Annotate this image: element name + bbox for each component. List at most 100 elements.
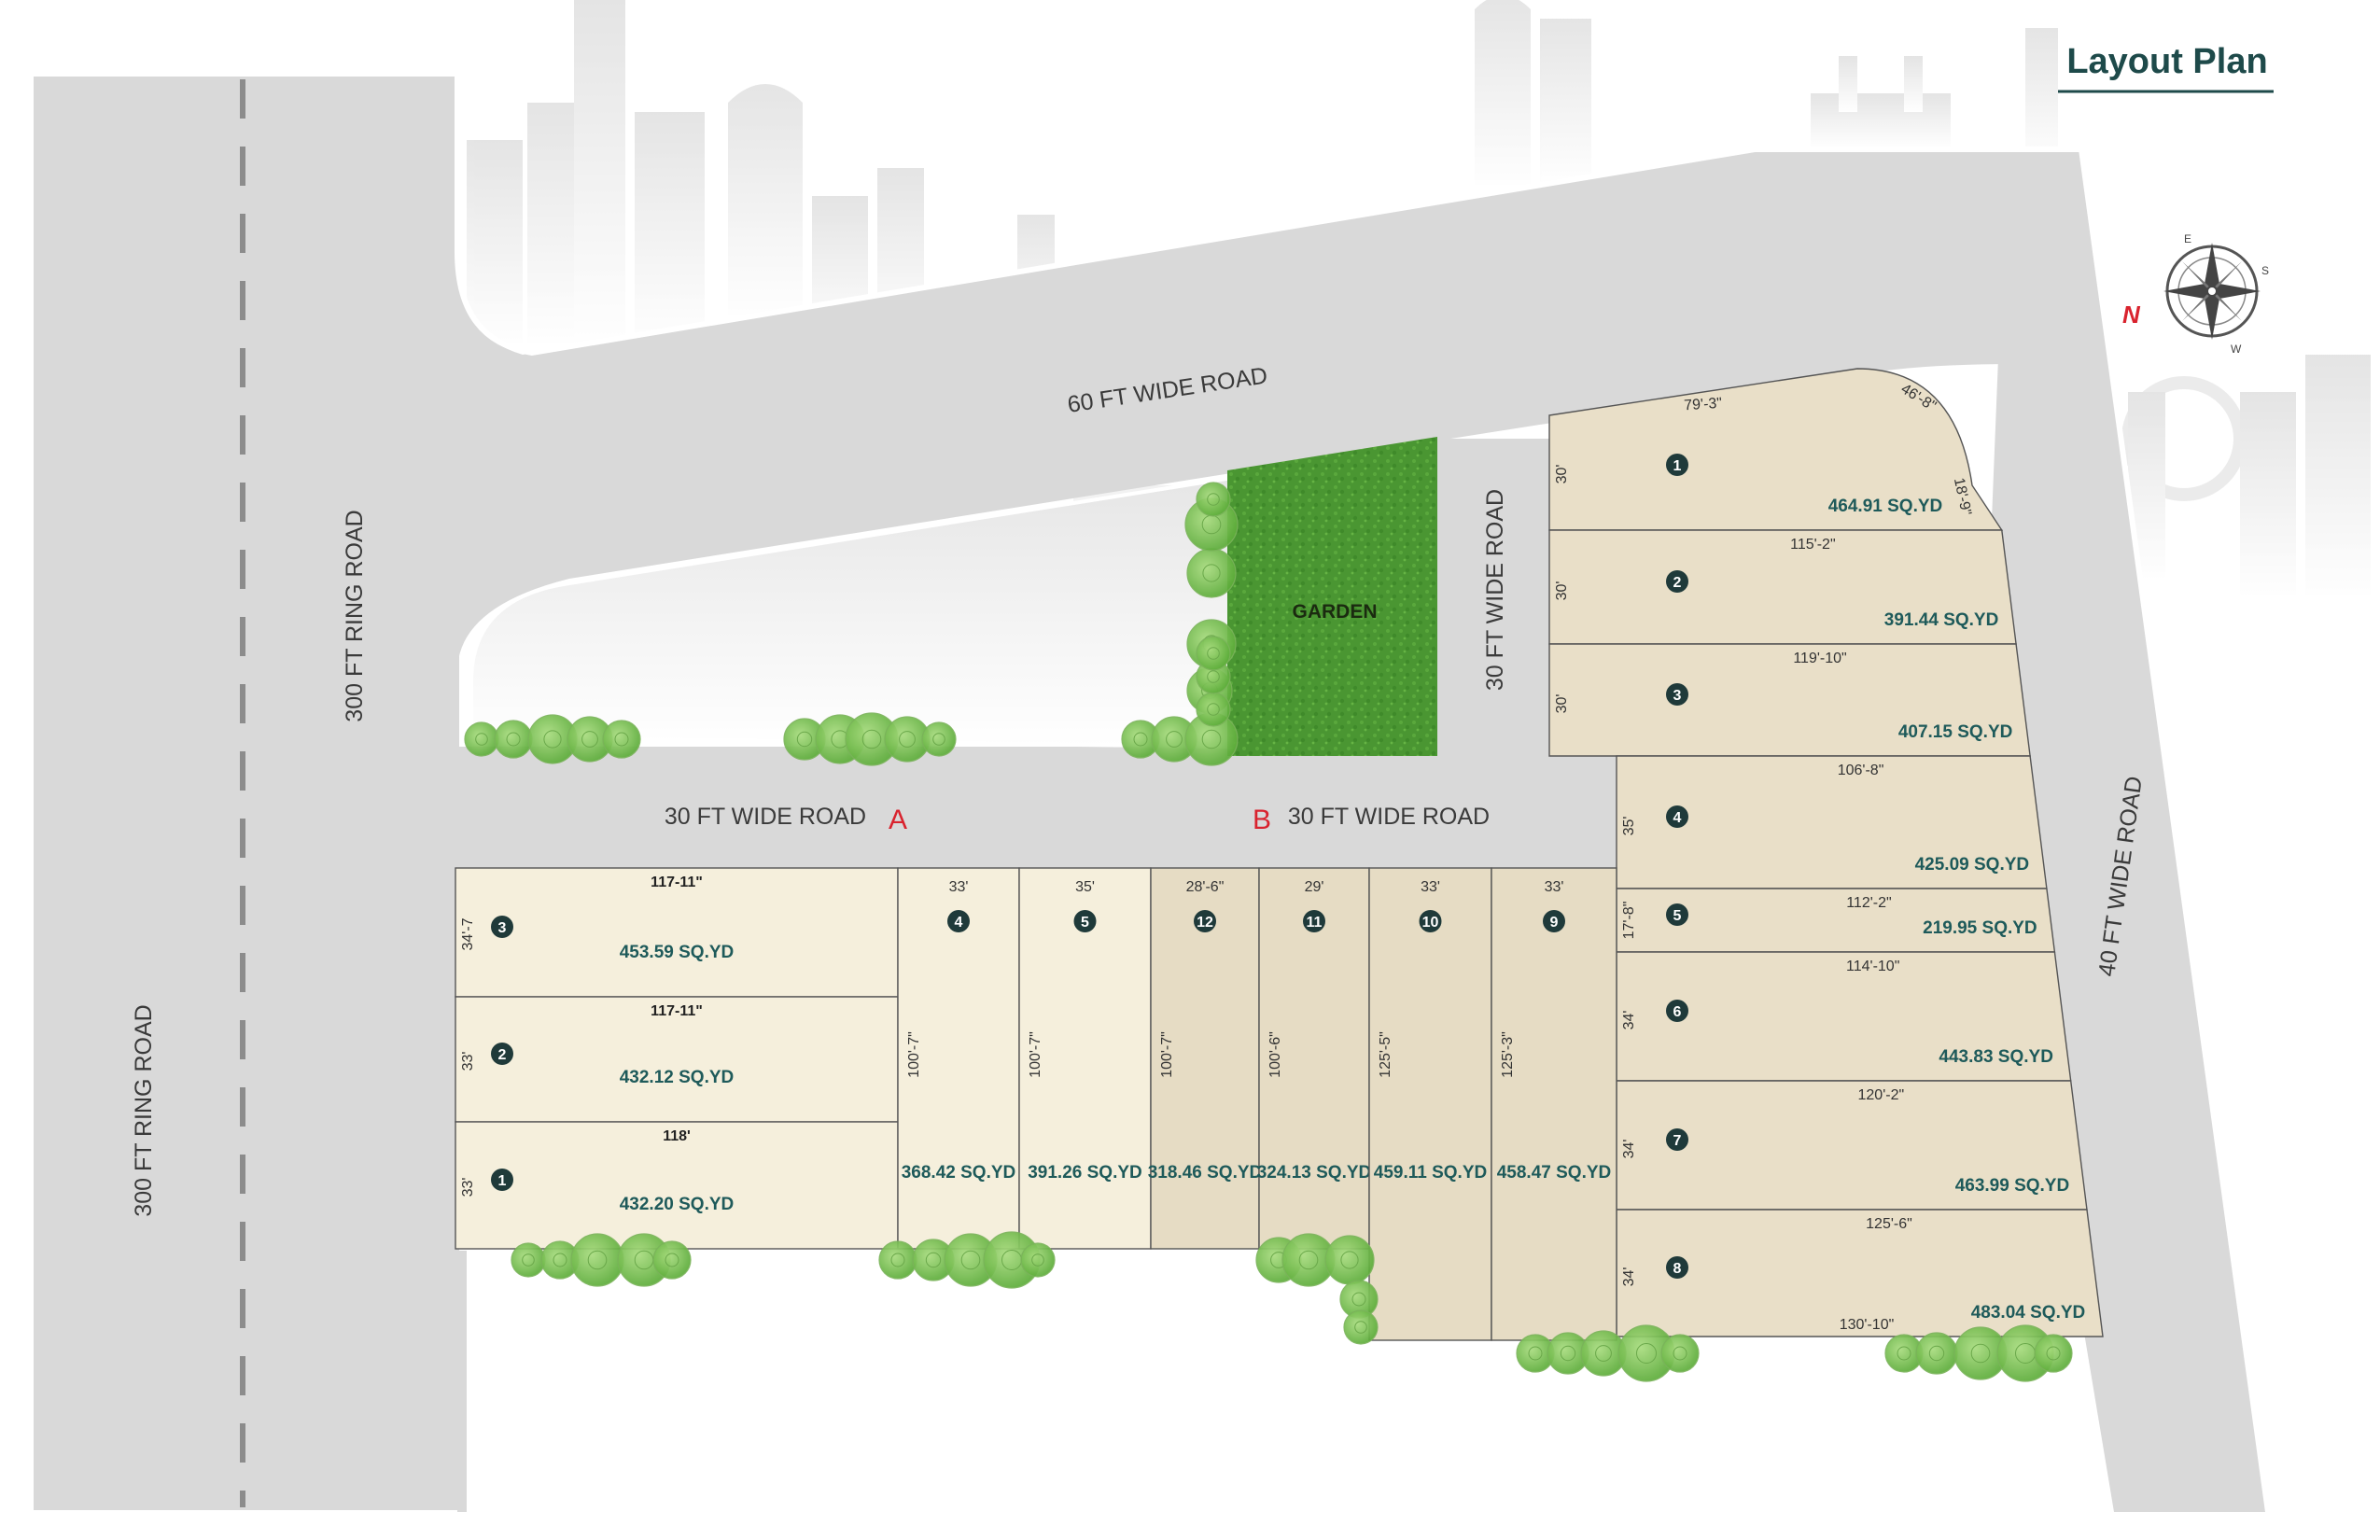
plot-a-area: 318.46 SQ.YD bbox=[1148, 1163, 1263, 1183]
roads bbox=[30, 73, 2271, 1514]
plot-a-depth-dim: 100'-7" bbox=[1028, 1031, 1043, 1078]
road-30-vertical bbox=[1437, 439, 1549, 756]
plot-b-1[interactable] bbox=[1548, 368, 2004, 531]
plot-a-depth-dim: 125'-5" bbox=[1378, 1031, 1393, 1078]
plot-b-depth: 35' bbox=[1621, 817, 1637, 836]
plot-number: 7 bbox=[1673, 1133, 1682, 1149]
plot-a-area: 368.42 SQ.YD bbox=[902, 1163, 1016, 1183]
plot-b-badge: 3 bbox=[1666, 683, 1688, 706]
page-title: Layout Plan bbox=[2066, 42, 2267, 81]
plot-b-top-dim: 119'-10" bbox=[1793, 651, 1846, 666]
trees bbox=[464, 482, 2073, 1382]
plot-a-3[interactable] bbox=[455, 867, 899, 998]
plot-b-badge: 5 bbox=[1666, 903, 1688, 926]
plot-a-badge: 2 bbox=[491, 1043, 513, 1065]
tree-icon bbox=[652, 1240, 692, 1280]
inner-island bbox=[469, 475, 1234, 749]
tree-icon bbox=[1660, 1334, 1700, 1373]
plot-a-width-dim: 29' bbox=[1305, 879, 1324, 895]
plot-a-depth-dim: 34'-7 bbox=[460, 917, 476, 950]
plot-b-badge: 2 bbox=[1666, 570, 1688, 593]
plot-b-area: 483.04 SQ.YD bbox=[1971, 1303, 2086, 1323]
plot-number: 12 bbox=[1197, 915, 1213, 931]
plot-b-area: 443.83 SQ.YD bbox=[1939, 1047, 2053, 1067]
plot-a-area: 324.13 SQ.YD bbox=[1257, 1163, 1372, 1183]
plot-a-width-dim: 117-11" bbox=[651, 875, 703, 890]
plot-a-badge: 5 bbox=[1073, 910, 1097, 932]
plot-a-2[interactable] bbox=[455, 996, 899, 1123]
plot-b-badge: 1 bbox=[1666, 454, 1688, 476]
plot-a-9[interactable] bbox=[1491, 867, 1617, 1341]
plot-b-area: 219.95 SQ.YD bbox=[1923, 918, 2037, 938]
tree-icon bbox=[511, 1242, 546, 1278]
title-block: Layout Plan bbox=[2058, 42, 2274, 93]
plot-b-area: 407.15 SQ.YD bbox=[1898, 722, 2013, 742]
plot-b-depth: 34' bbox=[1621, 1140, 1637, 1159]
plot-number: 9 bbox=[1550, 915, 1559, 931]
road-30-label-left: 30 FT WIDE ROAD bbox=[665, 804, 866, 830]
ring-road-label-bottom: 300 FT RING ROAD bbox=[131, 1004, 157, 1216]
plot-number: 6 bbox=[1673, 1004, 1682, 1020]
tree-icon bbox=[1184, 712, 1239, 766]
ring-road bbox=[30, 73, 463, 1514]
plot-a-depth-dim: 125'-3" bbox=[1500, 1031, 1516, 1078]
plot-a-depth-dim: 33' bbox=[460, 1178, 476, 1197]
plot-number: 11 bbox=[1307, 915, 1323, 931]
plot-a-badge: 3 bbox=[491, 916, 513, 938]
plot-a-badge: 12 bbox=[1194, 910, 1216, 932]
tree-icon bbox=[921, 721, 957, 757]
tree-icon bbox=[570, 1233, 624, 1287]
compass-west: W bbox=[2231, 343, 2242, 356]
plot-a-width-dim: 33' bbox=[1421, 879, 1440, 895]
garden-area bbox=[1227, 437, 1437, 756]
plot-b8-bottom-dim: 130'-10" bbox=[1840, 1317, 1895, 1333]
plot-b-area: 464.91 SQ.YD bbox=[1828, 497, 1943, 516]
plot-a-badge: 1 bbox=[491, 1169, 513, 1191]
plot-b-depth: 30' bbox=[1554, 581, 1570, 601]
plot-b-area: 391.44 SQ.YD bbox=[1884, 610, 1999, 630]
tree-icon bbox=[2034, 1334, 2073, 1373]
plot-b-top-dim: 125'-6" bbox=[1866, 1216, 1912, 1232]
plot-b-depth: 34' bbox=[1621, 1267, 1637, 1287]
plot-a-10[interactable] bbox=[1368, 867, 1492, 1341]
compass-icon: N E S W bbox=[2122, 232, 2269, 356]
plot-a-area: 432.20 SQ.YD bbox=[620, 1195, 735, 1214]
plot-b-top-dim: 106'-8" bbox=[1838, 763, 1884, 778]
tree-icon bbox=[1121, 720, 1160, 759]
ring-road-label-top: 300 FT RING ROAD bbox=[342, 510, 368, 721]
tree-icon bbox=[1884, 1334, 1924, 1373]
garden: GARDEN bbox=[1227, 437, 1437, 756]
compass-north: N bbox=[2122, 301, 2141, 329]
plot-number: 1 bbox=[498, 1173, 507, 1189]
plot-b-depth: 30' bbox=[1554, 694, 1570, 714]
tree-icon bbox=[464, 721, 499, 757]
plot-a-badge: 9 bbox=[1543, 910, 1565, 932]
road-30-label-right: 30 FT WIDE ROAD bbox=[1288, 804, 1490, 830]
plot-a-area: 453.59 SQ.YD bbox=[620, 943, 735, 962]
plot-b-depth: 34' bbox=[1621, 1011, 1637, 1030]
plot-b-top-dim: 114'-10" bbox=[1846, 959, 1899, 974]
plot-number: 5 bbox=[1081, 915, 1089, 931]
plot-b-area: 425.09 SQ.YD bbox=[1915, 855, 2030, 875]
plot-a-width-dim: 117-11" bbox=[651, 1003, 703, 1019]
tree-icon bbox=[1343, 1309, 1379, 1345]
plot-number: 2 bbox=[1673, 575, 1682, 591]
tree-icon bbox=[1196, 692, 1231, 727]
road-30-horizontal bbox=[457, 747, 1624, 868]
plot-a-width-dim: 28'-6" bbox=[1186, 879, 1225, 895]
plot-number: 4 bbox=[1673, 810, 1682, 826]
plot-a-area: 391.26 SQ.YD bbox=[1028, 1163, 1142, 1183]
tree-icon bbox=[1516, 1334, 1555, 1373]
tree-icon bbox=[878, 1240, 917, 1280]
plot-a-area: 459.11 SQ.YD bbox=[1374, 1163, 1487, 1183]
plot-number: 2 bbox=[498, 1047, 507, 1063]
section-label-a: A bbox=[889, 805, 907, 835]
plot-b-depth: 30' bbox=[1554, 465, 1570, 484]
tree-icon bbox=[1915, 1332, 1958, 1375]
plot-a-depth-dim: 100'-7" bbox=[906, 1031, 922, 1078]
plot-a-1[interactable] bbox=[455, 1121, 899, 1250]
road-60-ft bbox=[457, 75, 2081, 747]
